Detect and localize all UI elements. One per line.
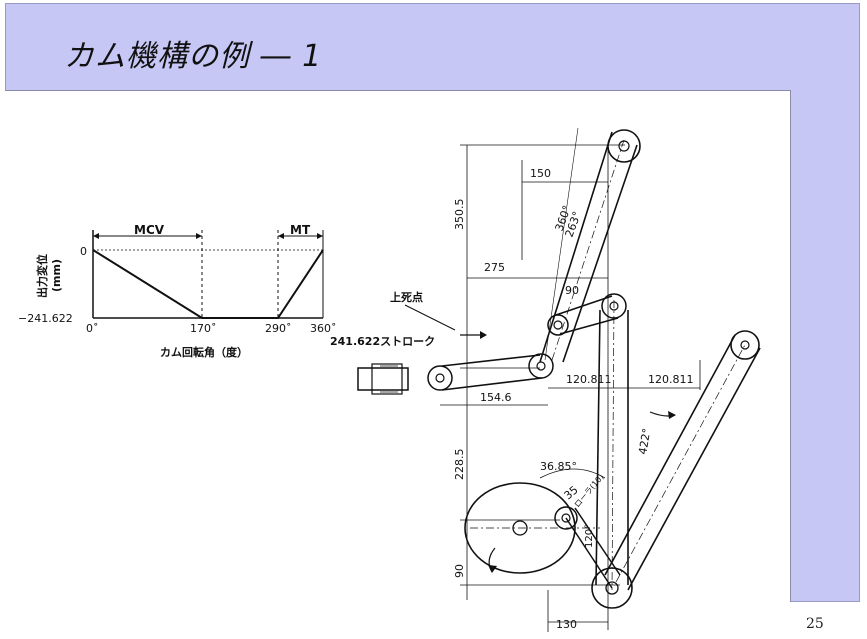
slider-joint (427, 365, 453, 391)
slider-body (357, 367, 409, 391)
displacement-curve (92, 249, 324, 319)
swing-arm-edge (627, 347, 761, 591)
dim-154-6: 154.6 (480, 391, 512, 404)
dim-422-deg: 422° (636, 427, 653, 455)
main-pivot-pin (605, 581, 619, 595)
displacement-graph (92, 230, 324, 319)
arrow-head (480, 331, 487, 339)
conrod-joint-pin (536, 361, 546, 371)
top-dead-center-label: 上死点 (390, 290, 423, 304)
mechanism-drawing (357, 127, 761, 632)
arrow-head (488, 565, 497, 573)
arrow-head (93, 233, 99, 239)
x-tick-0: 0˚ (86, 322, 99, 335)
dim-275: 275 (484, 261, 505, 274)
slider-joint-pin (435, 373, 445, 383)
stroke-label: 241.622ストローク (330, 335, 435, 348)
rocker-arm-edge (562, 144, 638, 363)
swing-arm-centerline (615, 342, 747, 583)
follower-arm (574, 507, 621, 576)
link-edge (555, 295, 613, 316)
conrod-edge (441, 354, 541, 367)
slide-title: カム機構の例 ― 1 (64, 39, 323, 74)
page-number: 25 (806, 616, 824, 632)
arrow-head (317, 233, 323, 239)
swing-arm-pin (740, 340, 750, 350)
rocker-arm-edge (539, 131, 613, 363)
dim-350-5: 350.5 (453, 199, 466, 231)
swing-arm-edge (604, 334, 736, 576)
link-edge (559, 317, 619, 335)
tdc-leader (404, 304, 456, 331)
y-axis-label: 出力変位 (35, 254, 49, 298)
rocker-pivot (607, 129, 641, 163)
dim-90-top: 90 (565, 284, 579, 297)
dim-120-811-right: 120.811 (648, 373, 694, 386)
x-tick-170: 170˚ (190, 322, 217, 335)
frame-divider-vertical (790, 90, 791, 602)
swing-arm-end (730, 330, 760, 360)
x-axis-label: カム回転角（度） (160, 345, 248, 359)
leader-line (544, 127, 579, 361)
rocker-pivot-pin (618, 140, 630, 152)
dim-120-811-left: 120.811 (566, 373, 612, 386)
cam-profile (464, 482, 576, 574)
dim-228-5: 228.5 (453, 449, 466, 481)
dim-130: 130 (556, 618, 577, 631)
y-tick-0: 0 (80, 245, 87, 258)
mcv-label: MCV (134, 223, 165, 237)
main-pivot (591, 567, 633, 609)
y-axis-unit: (mm) (50, 259, 63, 292)
link-joint-pin (553, 320, 563, 330)
y-tick-bottom: −241.622 (18, 312, 73, 325)
mt-label: MT (290, 223, 311, 237)
main-lever-centerline (611, 299, 615, 591)
roller (554, 506, 578, 530)
dim-90-bottom: 90 (453, 564, 466, 578)
angle-arc (539, 468, 606, 479)
frame-divider (5, 90, 791, 91)
slider-guide (371, 363, 403, 395)
dim-150: 150 (530, 167, 551, 180)
dim-120-deg: 120° (584, 524, 595, 548)
roller-pin (561, 513, 571, 523)
conrod-edge (441, 377, 543, 391)
slide-header-band (5, 3, 860, 91)
arrow-head (668, 411, 676, 419)
link-joint (547, 314, 569, 336)
dim-36-85: 36.85° (540, 460, 577, 473)
x-tick-290: 290˚ (265, 322, 292, 335)
x-tick-360: 360˚ (310, 322, 337, 335)
conrod-joint (528, 353, 554, 379)
rocker-arm-centerline (551, 139, 625, 361)
arrow-head (196, 233, 202, 239)
arrow-head (278, 233, 284, 239)
slide-right-band (790, 90, 860, 602)
follower-arm (565, 517, 613, 589)
